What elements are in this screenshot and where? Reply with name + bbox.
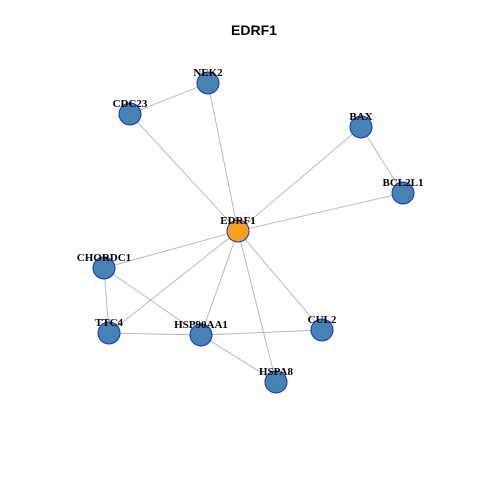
node-circle[interactable] [92, 256, 116, 280]
edge-hsp90aa1-hspa8 [200, 334, 277, 383]
edge-nek2-cdc23 [129, 82, 209, 115]
node-circle[interactable] [97, 321, 121, 345]
edge-bcl2l1-edrf1 [237, 192, 404, 232]
node-hspa8[interactable]: HSPA8 [259, 366, 294, 394]
diagram-title: EDRF1 [231, 22, 277, 38]
node-circle[interactable] [310, 318, 334, 342]
node-label: HSP90AA1 [174, 319, 228, 331]
node-nek2[interactable]: NEK2 [193, 67, 223, 95]
edge-bax-edrf1 [237, 126, 362, 232]
node-label: CHORDC1 [77, 252, 131, 264]
node-label: BCL2L1 [383, 177, 424, 189]
node-bcl2l1[interactable]: BCL2L1 [383, 177, 424, 205]
node-cdc23[interactable]: CDC23 [113, 98, 148, 126]
node-chordc1[interactable]: CHORDC1 [77, 252, 131, 280]
node-label: CUL2 [308, 314, 337, 326]
node-circle[interactable] [189, 323, 213, 347]
node-bax[interactable]: BAX [349, 111, 373, 139]
edge-chordc1-edrf1 [103, 230, 239, 269]
node-cul2[interactable]: CUL2 [308, 314, 337, 342]
node-label: HSPA8 [259, 366, 294, 378]
edge-cul2-edrf1 [237, 230, 323, 331]
node-ttc4[interactable]: TTC4 [95, 317, 124, 345]
node-edrf1[interactable]: EDRF1 [220, 215, 256, 243]
edge-chordc1-hsp90aa1 [103, 267, 202, 336]
edge-hsp90aa1-edrf1 [200, 230, 239, 336]
edge-ttc4-edrf1 [108, 230, 239, 334]
node-label: EDRF1 [220, 215, 255, 227]
edge-nek2-edrf1 [207, 82, 239, 232]
edge-ttc4-hsp90aa1 [108, 332, 202, 336]
edge-cdc23-edrf1 [129, 113, 239, 232]
edge-hsp90aa1-cul2 [200, 329, 323, 336]
node-label: BAX [349, 111, 372, 123]
node-label: NEK2 [193, 67, 223, 79]
node-label: CDC23 [113, 98, 148, 110]
edge-bax-bcl2l1 [360, 126, 404, 194]
node-label: TTC4 [95, 317, 124, 329]
edge-hspa8-edrf1 [237, 230, 277, 383]
edge-layer [103, 82, 404, 383]
node-circle[interactable] [391, 181, 415, 205]
node-circle[interactable] [118, 102, 142, 126]
node-circle[interactable] [264, 370, 288, 394]
node-circle[interactable] [196, 71, 220, 95]
node-circle[interactable] [226, 219, 250, 243]
node-circle[interactable] [349, 115, 373, 139]
node-hsp90aa1[interactable]: HSP90AA1 [174, 319, 228, 347]
